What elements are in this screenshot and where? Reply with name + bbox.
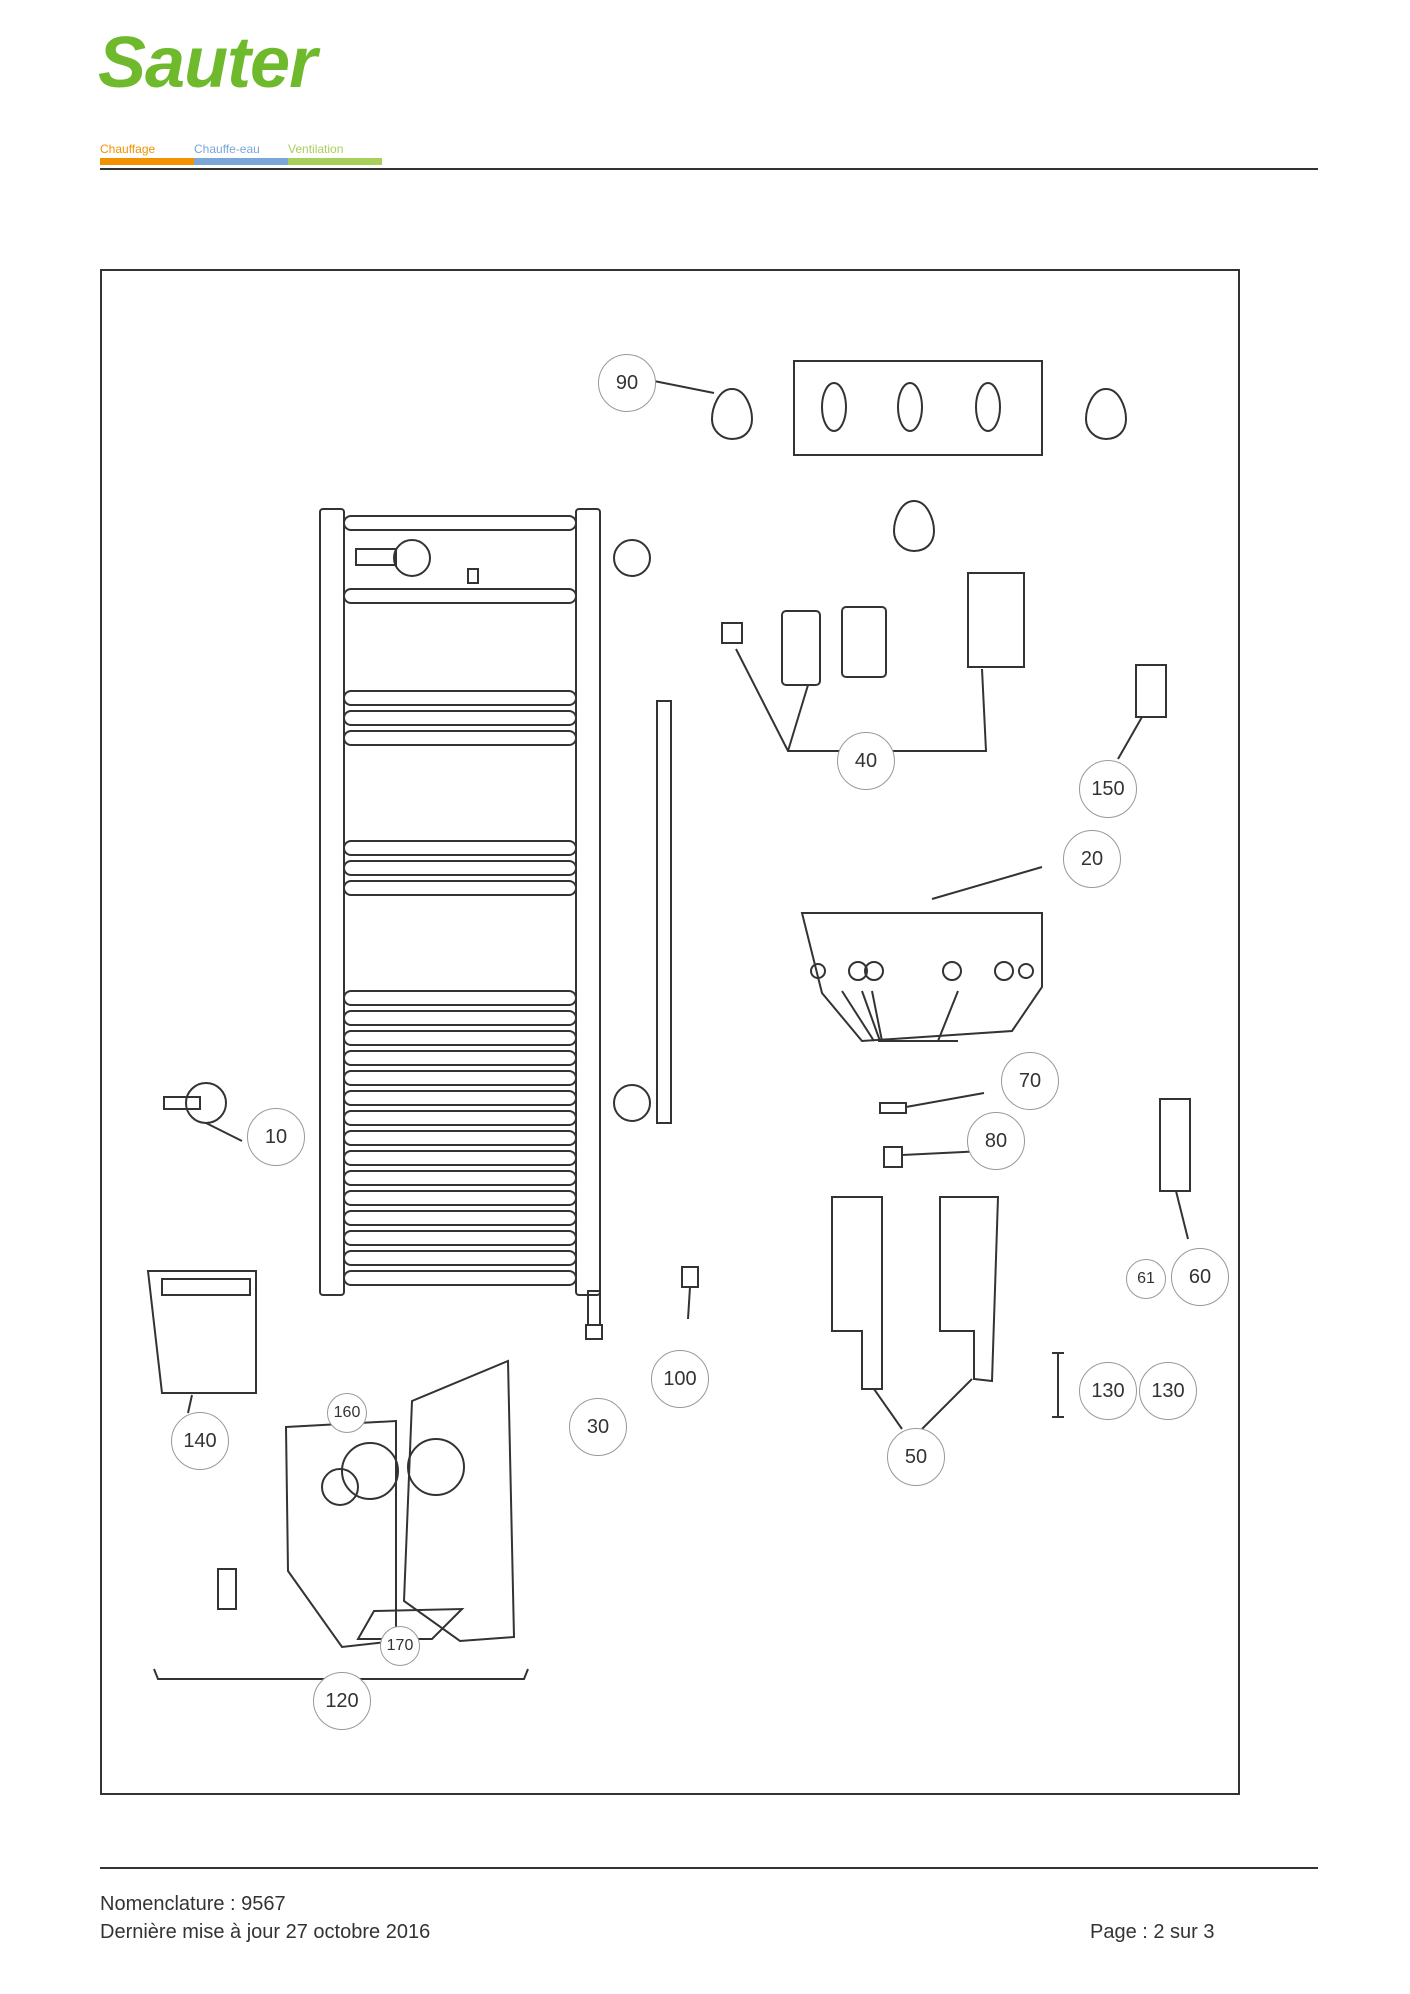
category-bar-chauffe-eau	[194, 158, 288, 165]
thermostat-box-140	[146, 1270, 257, 1414]
callout-30: 30	[569, 1398, 627, 1456]
callout-50: 50	[887, 1428, 945, 1486]
electronic-board-60	[1159, 1098, 1191, 1240]
callout-90: 90	[598, 354, 656, 412]
housings-50	[831, 1196, 1000, 1430]
callout-150: 150	[1079, 760, 1137, 818]
category-ventilation: Ventilation	[288, 142, 344, 156]
callout-130-a: 130	[1079, 1362, 1137, 1420]
towel-radiator	[319, 508, 651, 1340]
callout-170: 170	[380, 1626, 420, 1666]
part-70	[879, 1092, 985, 1114]
last-updated-label: Dernière mise à jour 27 octobre 2016	[100, 1921, 431, 1943]
callout-60: 60	[1171, 1248, 1229, 1306]
mounting-rail	[653, 360, 1128, 553]
part-130	[1052, 1352, 1064, 1418]
heating-strip	[656, 700, 672, 1124]
callout-120: 120	[313, 1672, 371, 1730]
wall-bracket-10	[163, 1082, 243, 1142]
category-chauffage: Chauffage	[100, 142, 156, 156]
category-bar-chauffage	[100, 158, 194, 165]
base-cover-20	[800, 866, 1043, 1043]
nomenclature-label: Nomenclature : 9567	[100, 1893, 286, 1915]
control-kit-40	[721, 572, 1025, 752]
part-150	[1117, 664, 1167, 760]
brand-logo-text: Sauter	[98, 23, 317, 103]
callout-160: 160	[327, 1393, 367, 1433]
callout-10: 10	[247, 1108, 305, 1166]
callout-40: 40	[837, 732, 895, 790]
exploded-view-diagram: 90 40 150 20 70 80 10 61 60 100 30 140 1…	[100, 269, 1240, 1795]
callout-61: 61	[1126, 1259, 1166, 1299]
footer-divider	[100, 1867, 1318, 1869]
callout-80: 80	[967, 1112, 1025, 1170]
callout-70: 70	[1001, 1052, 1059, 1110]
header-divider	[100, 168, 1318, 170]
category-chauffe-eau: Chauffe-eau	[194, 142, 260, 156]
brand-categories: Chauffage Chauffe-eau Ventilation	[100, 142, 382, 168]
page-number: Page : 2 sur 3	[1090, 1921, 1215, 1943]
callout-130-b: 130	[1139, 1362, 1197, 1420]
part-100	[681, 1266, 699, 1320]
brand-logo: Sauter	[98, 23, 398, 103]
exploded-view-drawing	[146, 360, 1191, 1680]
callout-20: 20	[1063, 830, 1121, 888]
category-bar-ventilation	[288, 158, 382, 165]
callout-140: 140	[171, 1412, 229, 1470]
callout-100: 100	[651, 1350, 709, 1408]
